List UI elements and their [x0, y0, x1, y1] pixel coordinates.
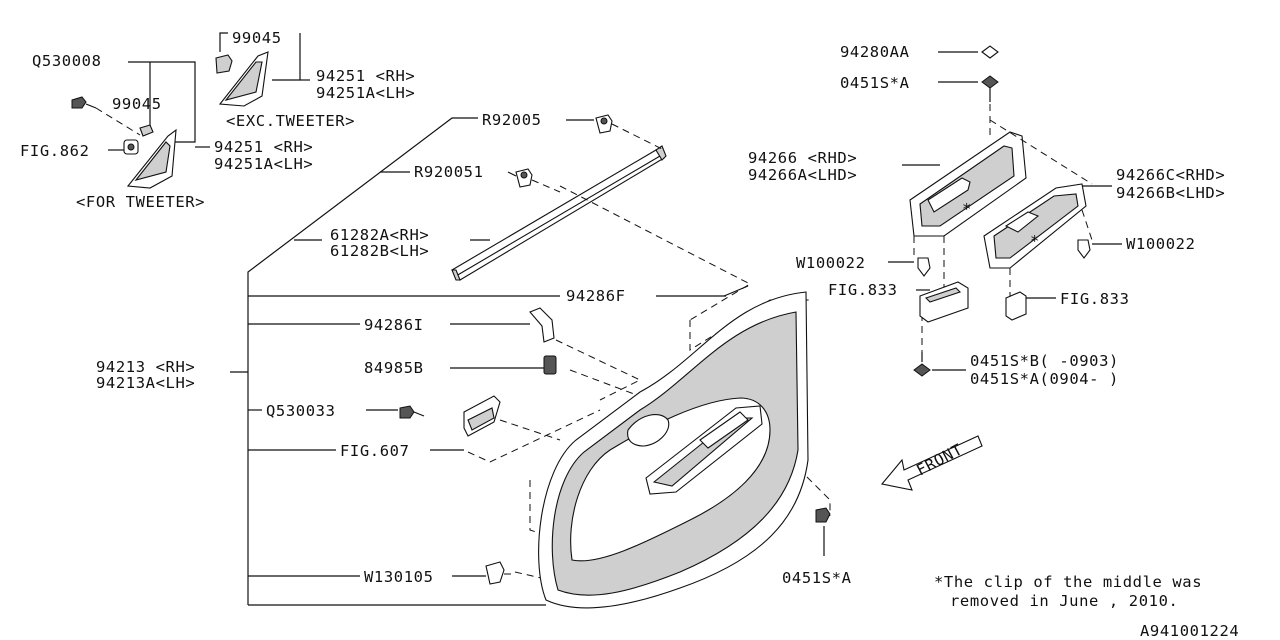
label-q530008: Q530008 [32, 52, 102, 70]
label-w100022-right: W100022 [1126, 235, 1196, 253]
clip-w100022-left[interactable] [917, 257, 931, 277]
label-r920051: R920051 [414, 163, 484, 181]
screw-0451sa-bottom[interactable] [815, 507, 831, 556]
switch-fig833-left[interactable] [919, 281, 969, 323]
label-84985b: 84985B [364, 359, 424, 377]
label-screw-a: 0451S*A(0904- ) [970, 370, 1119, 388]
tweeter-speaker[interactable] [123, 139, 139, 155]
note-line1: *The clip of the middle was [934, 573, 1202, 591]
label-94251a-lh-for: 94251A<LH> [214, 155, 313, 173]
switch-fig833-right[interactable] [1005, 291, 1027, 321]
clip-w130105[interactable] [485, 561, 516, 585]
screw-0451sa-top[interactable] [981, 75, 999, 102]
clip-99045-top[interactable] [215, 54, 233, 74]
label-for-tweeter: <FOR TWEETER> [76, 193, 205, 211]
drawing-id: A941001224 [1140, 622, 1239, 640]
label-q530033: Q530033 [266, 402, 336, 420]
note-line2: removed in June , 2010. [950, 592, 1178, 610]
switch-panel-94266c[interactable] [983, 183, 1087, 269]
front-arrow [880, 435, 983, 491]
label-front: FRONT [913, 440, 965, 479]
label-94251a-lh-exc: 94251A<LH> [316, 84, 415, 102]
label-94266-rhd: 94266 <RHD> [748, 149, 857, 167]
bracket-fig607[interactable] [463, 395, 501, 437]
cap-94280aa[interactable] [981, 45, 999, 59]
label-94251-rh-exc: 94251 <RH> [316, 67, 415, 85]
label-94251-rh-for: 94251 <RH> [214, 138, 313, 156]
label-screw-b: 0451S*B( -0903) [970, 352, 1119, 370]
label-r92005: R92005 [482, 111, 542, 129]
switch-panel-94266[interactable] [909, 131, 1027, 237]
clip-84985b[interactable] [543, 355, 557, 375]
weatherstrip-61282[interactable] [451, 145, 667, 281]
label-fig833-left: FIG.833 [828, 281, 898, 299]
label-61282a: 61282A<RH> [330, 226, 429, 244]
label-99045-top: 99045 [232, 29, 282, 47]
clip-w100022-right[interactable] [1077, 239, 1091, 259]
clip-99045-mid[interactable] [139, 124, 154, 137]
note-mark-panel: * [1030, 232, 1040, 250]
label-fig862: FIG.862 [20, 142, 90, 160]
label-94266c-rhd: 94266C<RHD> [1116, 166, 1225, 184]
screw-0451sb[interactable] [913, 352, 931, 377]
switch-panel-leaders [888, 51, 1122, 371]
label-fig607: FIG.607 [340, 442, 410, 460]
note-mark-switch: * [962, 200, 972, 218]
door-trim-panel[interactable] [538, 291, 809, 609]
door-trim-leaders [230, 117, 726, 606]
garnish-for-tweeter-group [71, 61, 210, 189]
label-w130105: W130105 [364, 568, 434, 586]
label-fig833-right: FIG.833 [1060, 290, 1130, 308]
label-exc-tweeter: <EXC.TWEETER> [226, 112, 355, 130]
label-94266a-lhd: 94266A<LHD> [748, 166, 857, 184]
label-screw-bottom: 0451S*A [782, 569, 852, 587]
label-94213-rh: 94213 <RH> [96, 358, 195, 376]
garnish-exc-tweeter-group [215, 32, 310, 107]
label-screw-top: 0451S*A [840, 74, 910, 92]
bolt-q530008[interactable] [71, 96, 97, 109]
part-94286f[interactable] [723, 285, 749, 297]
label-94286f: 94286F [566, 287, 626, 305]
clip-r920051[interactable] [515, 168, 561, 193]
label-61282b: 61282B<LH> [330, 242, 429, 260]
bracket-94286i[interactable] [529, 307, 555, 343]
clip-r92005[interactable] [595, 114, 665, 151]
label-94280aa: 94280AA [840, 43, 910, 61]
label-94286i: 94286I [364, 316, 424, 334]
screw-q530033[interactable] [399, 405, 425, 419]
label-94266b-lhd: 94266B<LHD> [1116, 184, 1225, 202]
label-99045-mid: 99045 [112, 95, 162, 113]
label-w100022-left: W100022 [796, 254, 866, 272]
label-94213a-lh: 94213A<LH> [96, 374, 195, 392]
